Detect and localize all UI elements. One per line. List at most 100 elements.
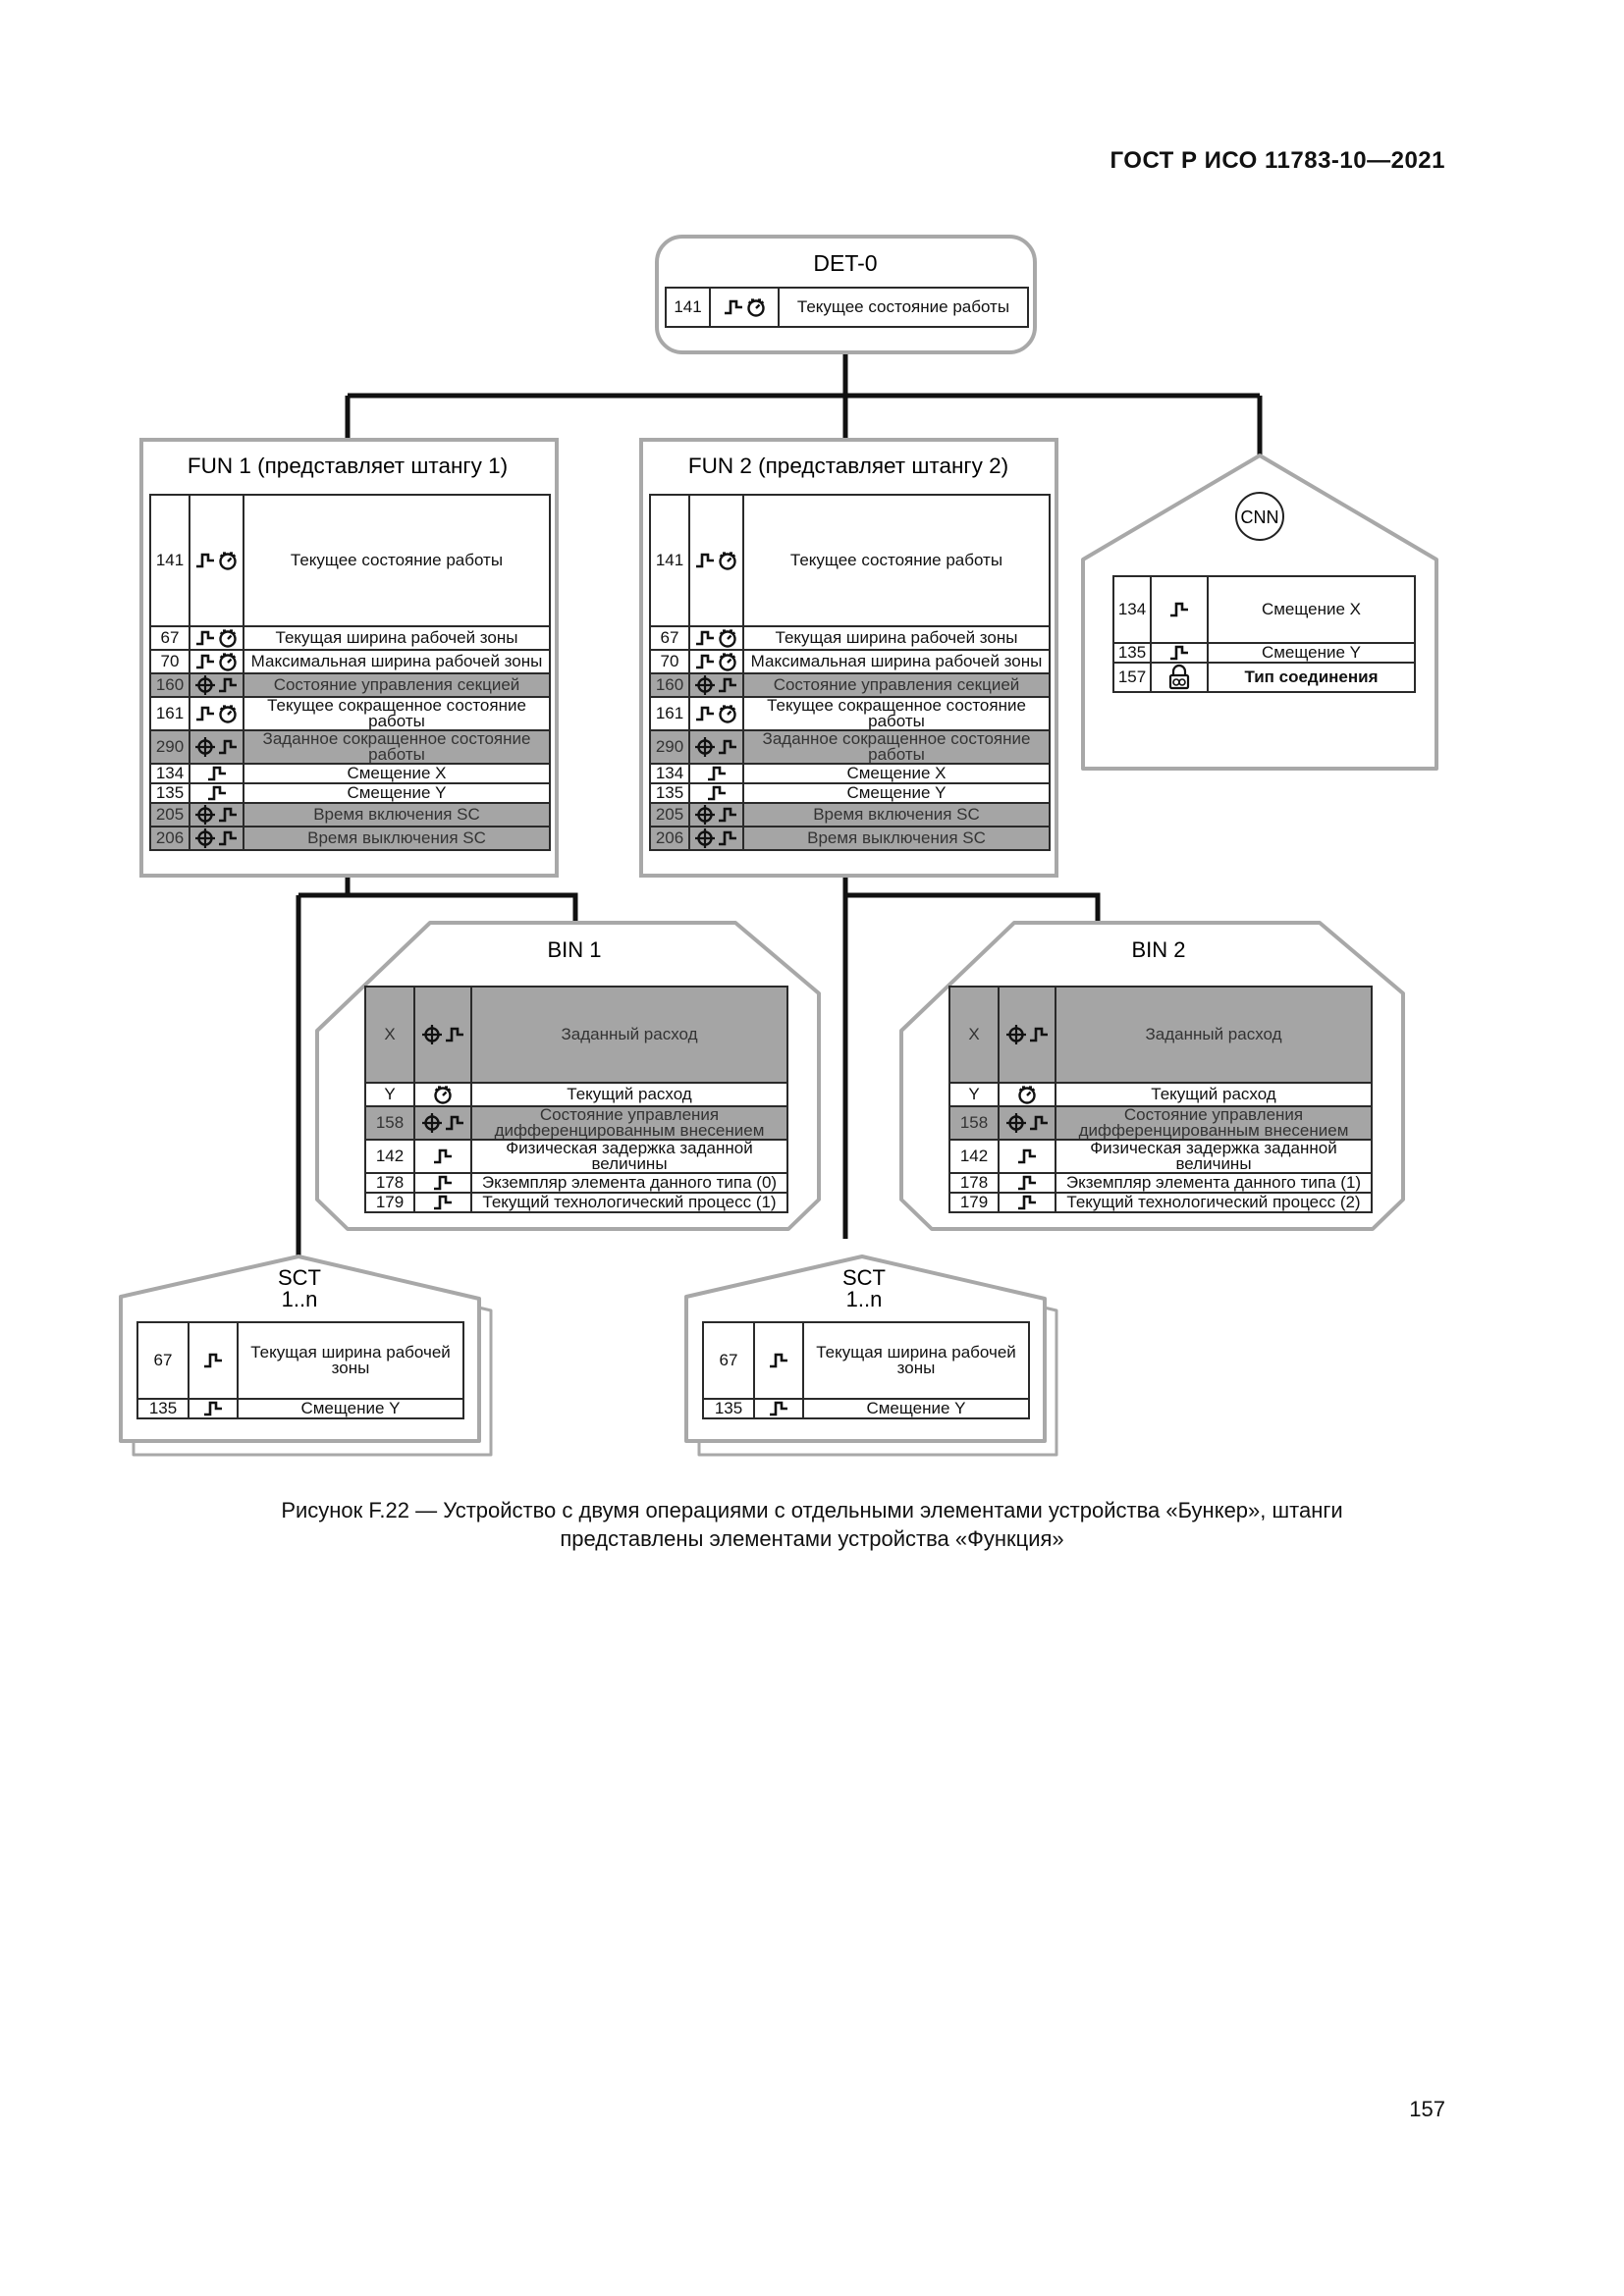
element-id: 67 [149,625,190,651]
icon-cell [998,1172,1056,1194]
element-id: 135 [1112,642,1152,664]
target-icon [694,675,716,695]
step-icon [206,766,228,781]
icon-cell [1150,662,1209,693]
bin1-title: BIN 1 [547,937,601,962]
element-id: 67 [702,1321,755,1400]
icon-cell [189,763,244,784]
step-icon [194,629,216,647]
element-description: Текущий технологический процесс (1) [470,1192,788,1213]
element-id: 158 [948,1105,1000,1141]
icon-cell [189,672,244,698]
step-icon [723,298,744,316]
element-description: Физическая задержка заданной величины [470,1139,788,1174]
element-id: 142 [948,1139,1000,1174]
element-id: 160 [649,672,690,698]
step-icon [206,785,228,801]
element-description: Текущее сокращенное состояние работы [243,696,551,731]
fun1-row: 206 Время выключения SC [149,826,551,851]
element-id: 135 [649,782,690,804]
element-id: 70 [649,649,690,674]
element-description: Состояние управления секцией [742,672,1051,698]
step-icon [1016,1175,1038,1191]
element-id: 206 [149,826,190,851]
target-icon [194,736,216,758]
sct2-subtitle: 1..n [846,1287,883,1311]
element-id: 179 [364,1192,415,1213]
element-id: 206 [649,826,690,851]
icon-cell [688,729,744,765]
element-description: Смещение X [742,763,1051,784]
icon-cell [753,1398,804,1419]
step-icon [1028,1114,1050,1132]
fun2-row: 160 Состояние управления секцией [649,672,1051,698]
icon-cell [1150,642,1209,664]
element-description: Смещение Y [237,1398,464,1419]
sct2-title: SCT [842,1265,886,1290]
target-icon [1005,1112,1027,1134]
element-description: Смещение Y [1207,642,1416,664]
element-description: Время выключения SC [243,826,551,851]
step-icon [694,629,716,647]
target-icon [694,828,716,848]
icon-cell [753,1321,804,1400]
element-id: 135 [702,1398,755,1419]
step-icon [194,552,216,569]
connector-lines [296,350,1263,1258]
element-id: 141 [649,494,690,627]
fun2-row: 290 Заданное сокращенное состояние работы [649,729,1051,765]
step-icon [1028,1026,1050,1043]
icon-cell [189,802,244,828]
icon-cell [413,1139,472,1174]
element-id: 290 [649,729,690,765]
target-icon [694,805,716,825]
fun1-title: FUN 1 (представляет штангу 1) [188,454,508,478]
icon-cell [688,802,744,828]
clock-icon [217,550,239,571]
target-icon [421,1024,443,1045]
target-icon [194,675,216,695]
element-description: Заданное сокращенное состояние работы [742,729,1051,765]
target-icon [194,828,216,848]
step-icon [717,676,738,694]
icon-cell [688,649,744,674]
clock-icon [1016,1085,1038,1104]
element-description: Максимальная ширина рабочей зоны [742,649,1051,674]
cnn-row: 135 Смещение Y [1112,642,1416,664]
step-icon [432,1195,454,1210]
icon-cell [688,826,744,851]
element-id: 67 [136,1321,189,1400]
element-description: Время выключения SC [742,826,1051,851]
element-description: Время включения SC [742,802,1051,828]
step-icon [194,653,216,670]
cnn-badge [1235,492,1284,541]
step-icon [717,806,738,824]
element-description: Время включения SC [243,802,551,828]
step-icon [202,1401,224,1416]
element-id: 290 [149,729,190,765]
clock-icon [717,550,738,571]
step-icon [694,705,716,722]
element-description: Заданный расход [1055,986,1373,1084]
figure-caption: Рисунок F.22 — Устройство с двумя операц… [147,1496,1477,1553]
icon-cell [189,625,244,651]
icon-cell [709,287,780,328]
